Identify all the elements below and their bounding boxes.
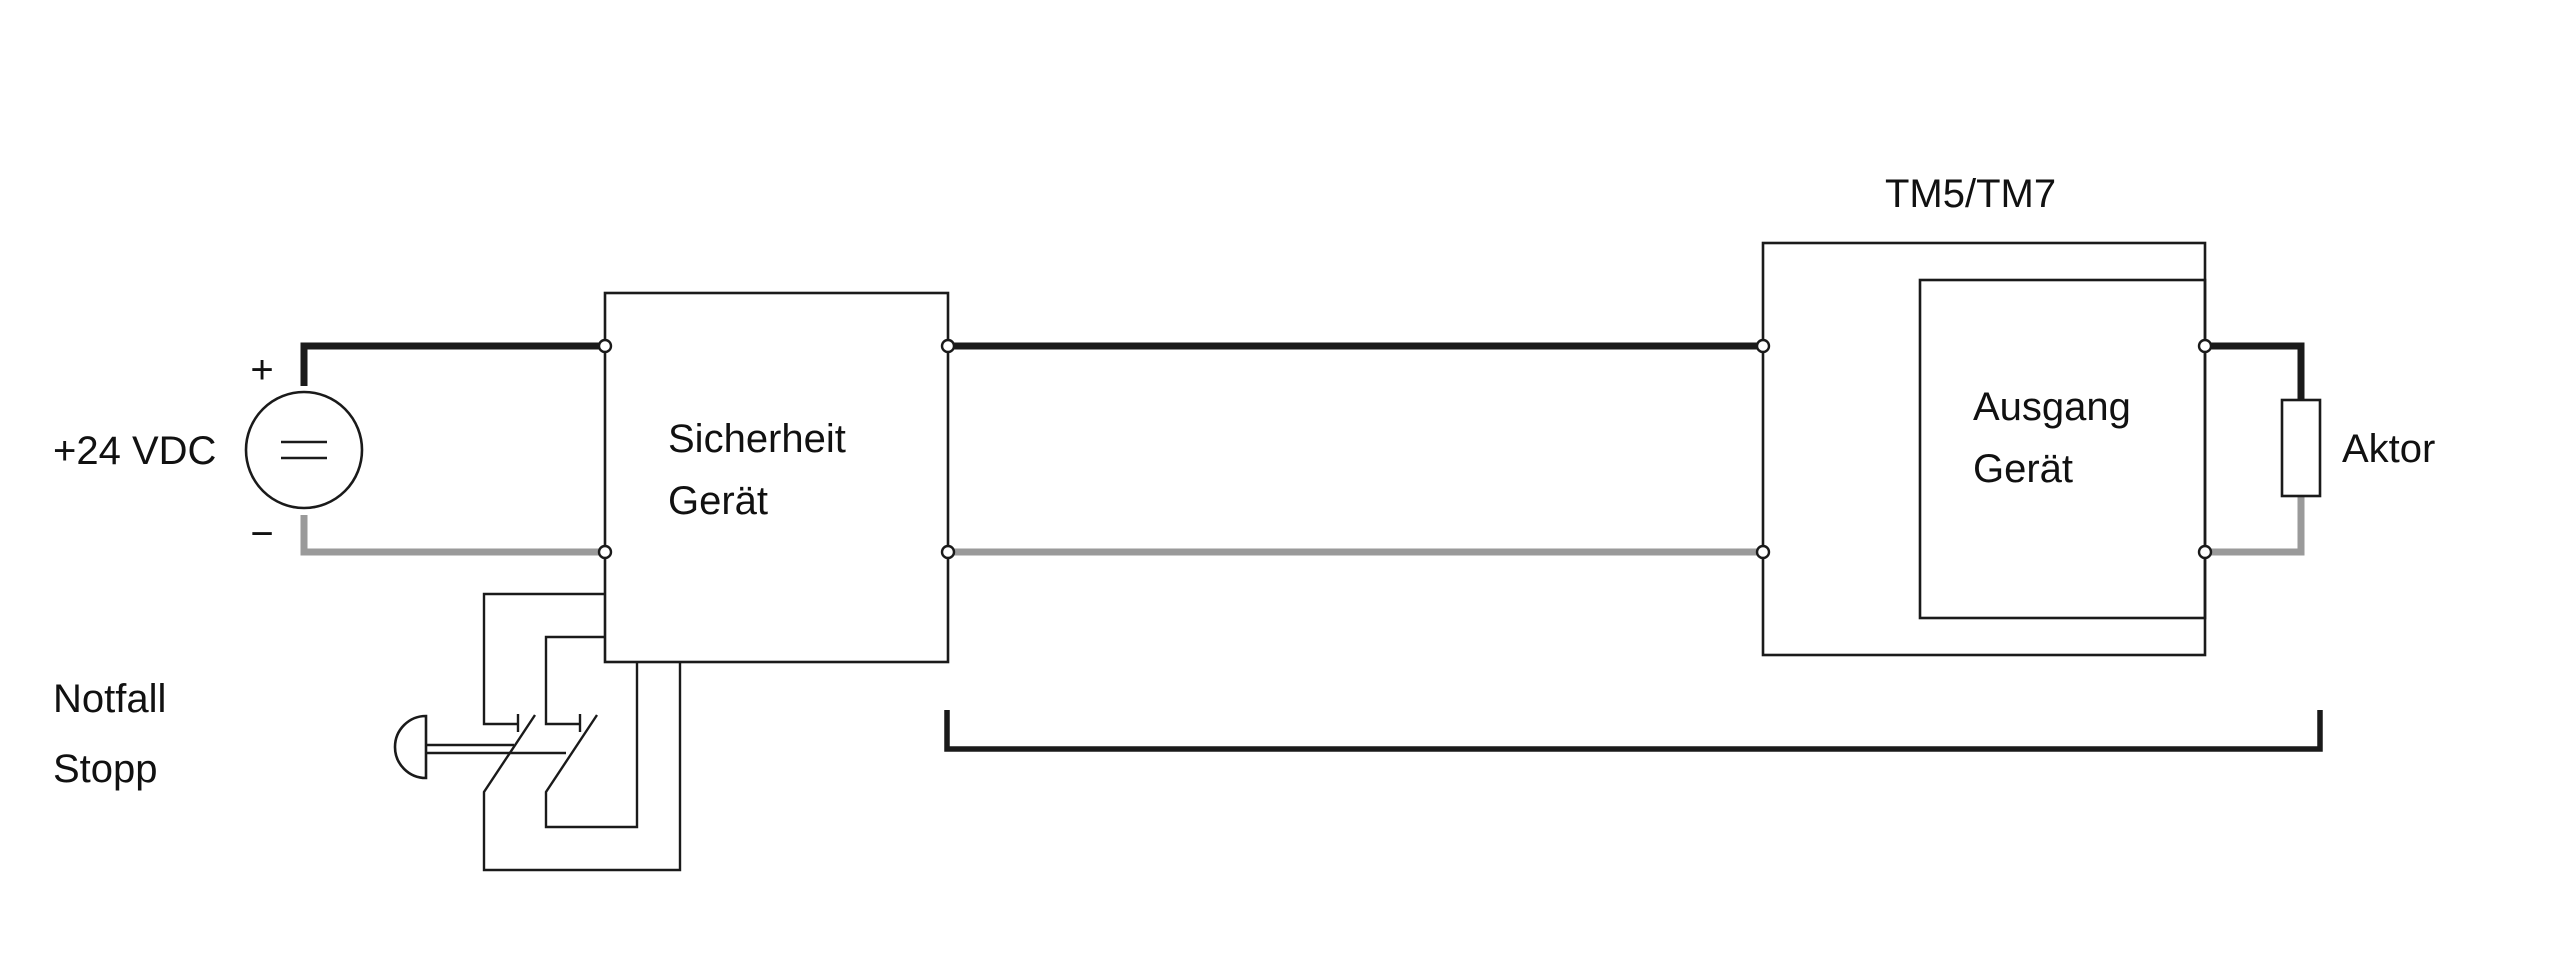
mushroom-pushbutton-icon: [393, 714, 428, 780]
negative-wire: [300, 496, 2305, 556]
terminals: [597, 338, 2213, 560]
safety-device-label-line1: Sicherheit: [668, 417, 846, 461]
safety-device-box: [603, 291, 950, 664]
output-device-label-line1: Ausgang: [1973, 385, 2131, 429]
terminal: [597, 544, 613, 560]
normally-closed-contact-icon: [516, 714, 582, 732]
resistor-load-icon: [2280, 398, 2322, 498]
actuator-label: Aktor: [2342, 427, 2435, 471]
output-device-label-line2: Gerät: [1973, 447, 2073, 491]
module-title: TM5/TM7: [1885, 172, 2056, 216]
terminal: [1755, 544, 1771, 560]
emergency-stop-label-line2: Stopp: [53, 747, 158, 791]
terminal: [940, 544, 956, 560]
terminal: [940, 338, 956, 354]
scope-bracket: [944, 710, 2323, 752]
terminal: [2197, 338, 2213, 354]
supply-minus-sign: −: [250, 512, 273, 556]
tm5-tm7-module: TM5/TM7 Ausgang Gerät: [1761, 172, 2207, 657]
terminal: [2197, 544, 2213, 560]
dc-voltage-source-icon: [244, 390, 364, 510]
terminal: [1755, 338, 1771, 354]
actuator: Aktor: [2280, 398, 2435, 498]
emergency-stop-label-line1: Notfall: [53, 677, 166, 721]
safety-device-label-line2: Gerät: [668, 479, 768, 523]
output-device-box: [1918, 278, 2207, 620]
supply-voltage-label: +24 VDC: [53, 429, 216, 473]
emergency-stop: Notfall Stopp: [53, 592, 682, 872]
safety-device: Sicherheit Gerät: [603, 291, 950, 664]
dc-voltage-source: + − +24 VDC: [53, 348, 364, 556]
terminal: [597, 338, 613, 354]
supply-plus-sign: +: [250, 348, 273, 392]
positive-wire: [300, 342, 2305, 400]
